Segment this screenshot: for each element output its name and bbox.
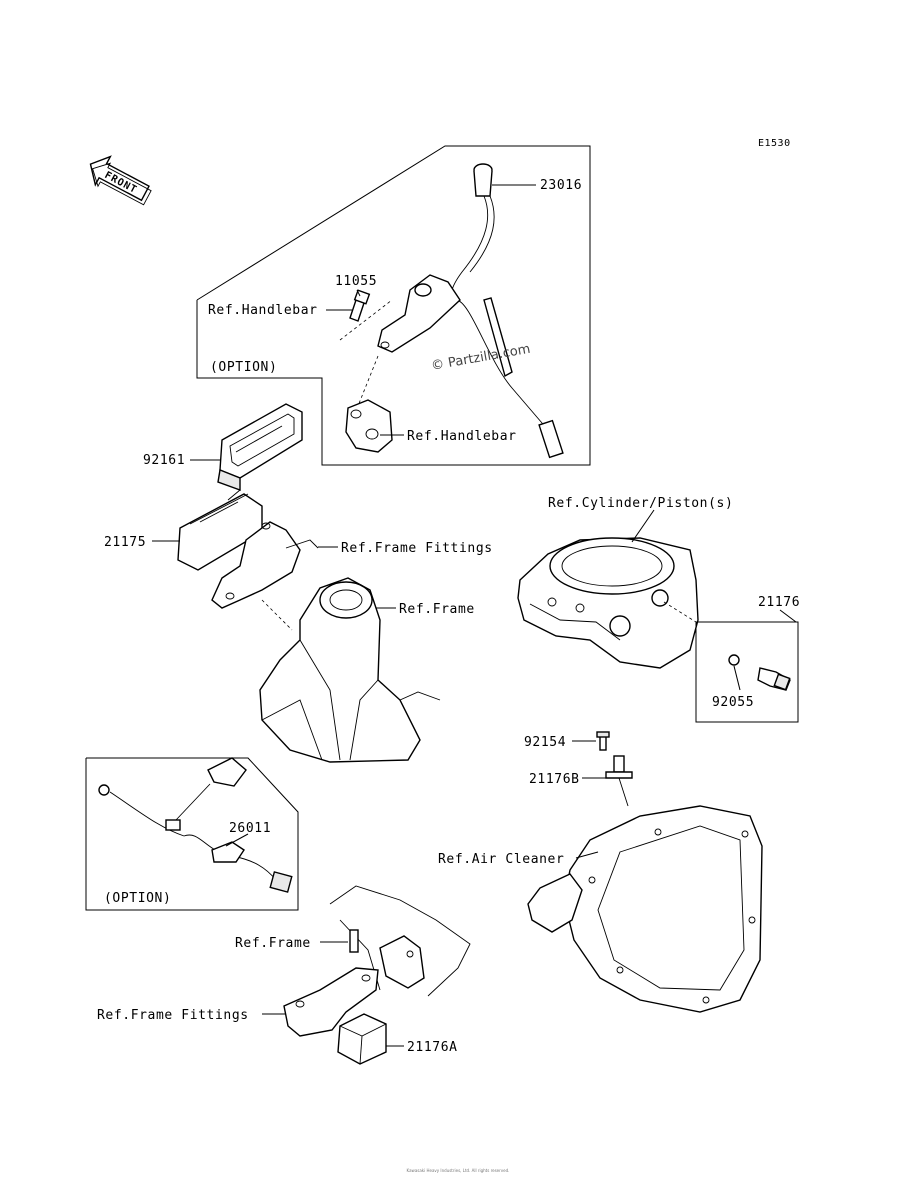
- part-21176-sensor: [728, 654, 791, 691]
- part-ecu-bracket: [211, 521, 319, 609]
- callout-ref-frame-fittings-2: Ref.Frame Fittings: [97, 1008, 249, 1023]
- callout-21176: 21176: [758, 595, 800, 610]
- part-frame-lower: [329, 885, 471, 997]
- callout-21175: 21175: [104, 535, 146, 550]
- part-air-cleaner: [527, 805, 763, 1013]
- part-92154-screw: [596, 731, 610, 751]
- callout-92161: 92161: [143, 453, 185, 468]
- copyright-footer: Kawasaki Heavy Industries, Ltd. All righ…: [407, 1168, 510, 1173]
- callout-21176a: 21176A: [407, 1040, 458, 1055]
- option-box-harness: [85, 757, 299, 911]
- part-cylinder: [517, 537, 699, 669]
- callout-11055: 11055: [335, 274, 377, 289]
- callout-92154: 92154: [524, 735, 566, 750]
- callout-21176b: 21176B: [529, 772, 580, 787]
- part-handlebar-clamp: [345, 399, 393, 453]
- part-frame-head: [259, 577, 441, 763]
- part-21176b-sensor: [605, 755, 633, 807]
- callout-ref-handlebar-1: Ref.Handlebar: [208, 303, 318, 318]
- option-label-2: (OPTION): [104, 891, 171, 906]
- callout-ref-frame-fittings-1: Ref.Frame Fittings: [341, 541, 493, 556]
- diagram-code: E1530: [758, 138, 791, 149]
- watermark: © Partzilla.com: [430, 342, 531, 374]
- callout-ref-air-cleaner: Ref.Air Cleaner: [438, 852, 564, 867]
- option-label-1: (OPTION): [210, 360, 277, 375]
- front-arrow-icon: FRONT: [89, 155, 152, 206]
- part-23016-switch-cable: [377, 163, 564, 459]
- sensor-box-21176: [663, 601, 799, 723]
- part-21176a-sensor: [337, 1013, 387, 1065]
- part-lower-bracket: [283, 967, 379, 1037]
- callout-ref-frame-1: Ref.Frame: [399, 602, 475, 617]
- callout-26011: 26011: [229, 821, 271, 836]
- callout-ref-frame-2: Ref.Frame: [235, 936, 311, 951]
- callout-ref-handlebar-2: Ref.Handlebar: [407, 429, 517, 444]
- part-26011-harness: [98, 757, 293, 893]
- option-box-handlebar: [196, 145, 591, 466]
- callout-23016: 23016: [540, 178, 582, 193]
- part-92161-ecu-cover: [217, 403, 303, 491]
- callout-92055: 92055: [712, 695, 754, 710]
- callout-ref-cylinder-piston: Ref.Cylinder/Piston(s): [548, 496, 733, 511]
